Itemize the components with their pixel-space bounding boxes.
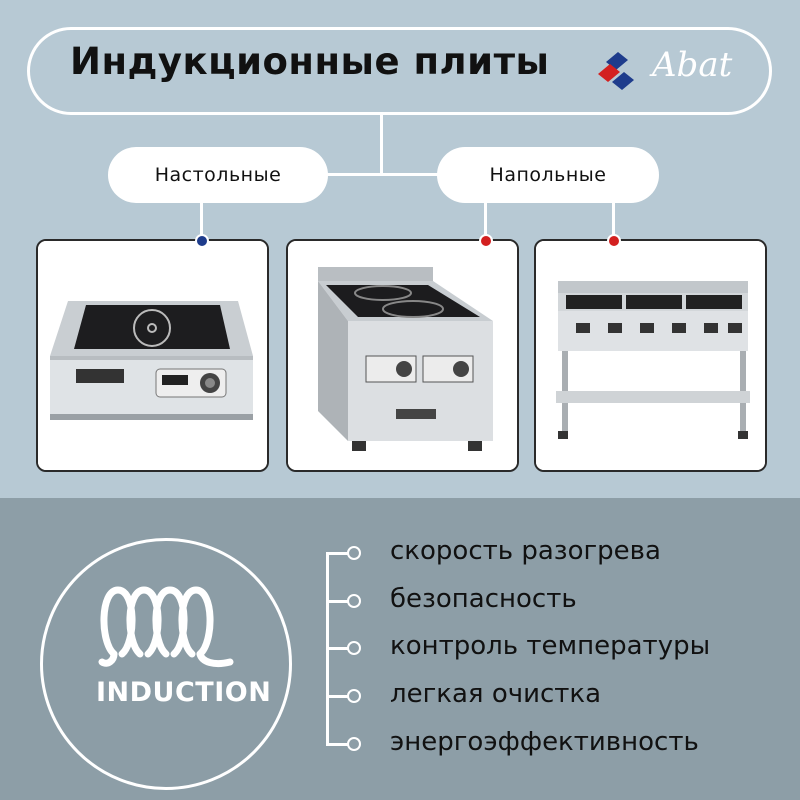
feature-bullet	[347, 546, 361, 560]
feature-tick	[326, 600, 348, 603]
category-label: Напольные	[489, 164, 607, 186]
connector-left-drop	[200, 203, 203, 243]
feature-item: контроль температуры	[390, 631, 711, 661]
connector-trunk	[380, 115, 383, 175]
induction-label: INDUCTION	[96, 677, 272, 708]
category-label: Настольные	[154, 164, 282, 186]
marker-dot-blue	[195, 234, 209, 248]
feature-tick	[326, 647, 348, 650]
connector-right-drop-1	[484, 203, 487, 243]
marker-dot-red	[607, 234, 621, 248]
feature-item: энергоэффективность	[390, 727, 699, 757]
abat-logo-icon	[598, 52, 634, 90]
floor-cooker-two-zone-image	[288, 241, 517, 470]
connector-branch	[325, 173, 440, 176]
feature-tick	[326, 695, 348, 698]
feature-bullet	[347, 689, 361, 703]
title-banner	[27, 27, 772, 115]
feature-tick	[326, 743, 348, 746]
induction-badge	[40, 538, 292, 790]
tabletop-cooker-image	[38, 241, 267, 470]
feature-item: скорость разогрева	[390, 536, 661, 566]
connector-right-branch	[484, 203, 615, 206]
page-title: Индукционные плиты	[70, 40, 550, 83]
product-card-floor-6	[534, 239, 767, 472]
connector-right-drop-2	[612, 203, 615, 243]
feature-bullet	[347, 737, 361, 751]
feature-item: легкая очистка	[390, 679, 602, 709]
feature-bullet	[347, 594, 361, 608]
feature-bullet	[347, 641, 361, 655]
induction-coil-icon	[98, 586, 234, 668]
category-floor: Напольные	[437, 147, 659, 203]
floor-cooker-six-zone-image	[536, 241, 765, 470]
brand-logo-text: Abat	[652, 45, 733, 85]
product-card-floor-2	[286, 239, 519, 472]
product-card-tabletop	[36, 239, 269, 472]
feature-item: безопасность	[390, 584, 577, 614]
marker-dot-red	[479, 234, 493, 248]
feature-tick	[326, 552, 348, 555]
category-tabletop: Настольные	[108, 147, 328, 203]
